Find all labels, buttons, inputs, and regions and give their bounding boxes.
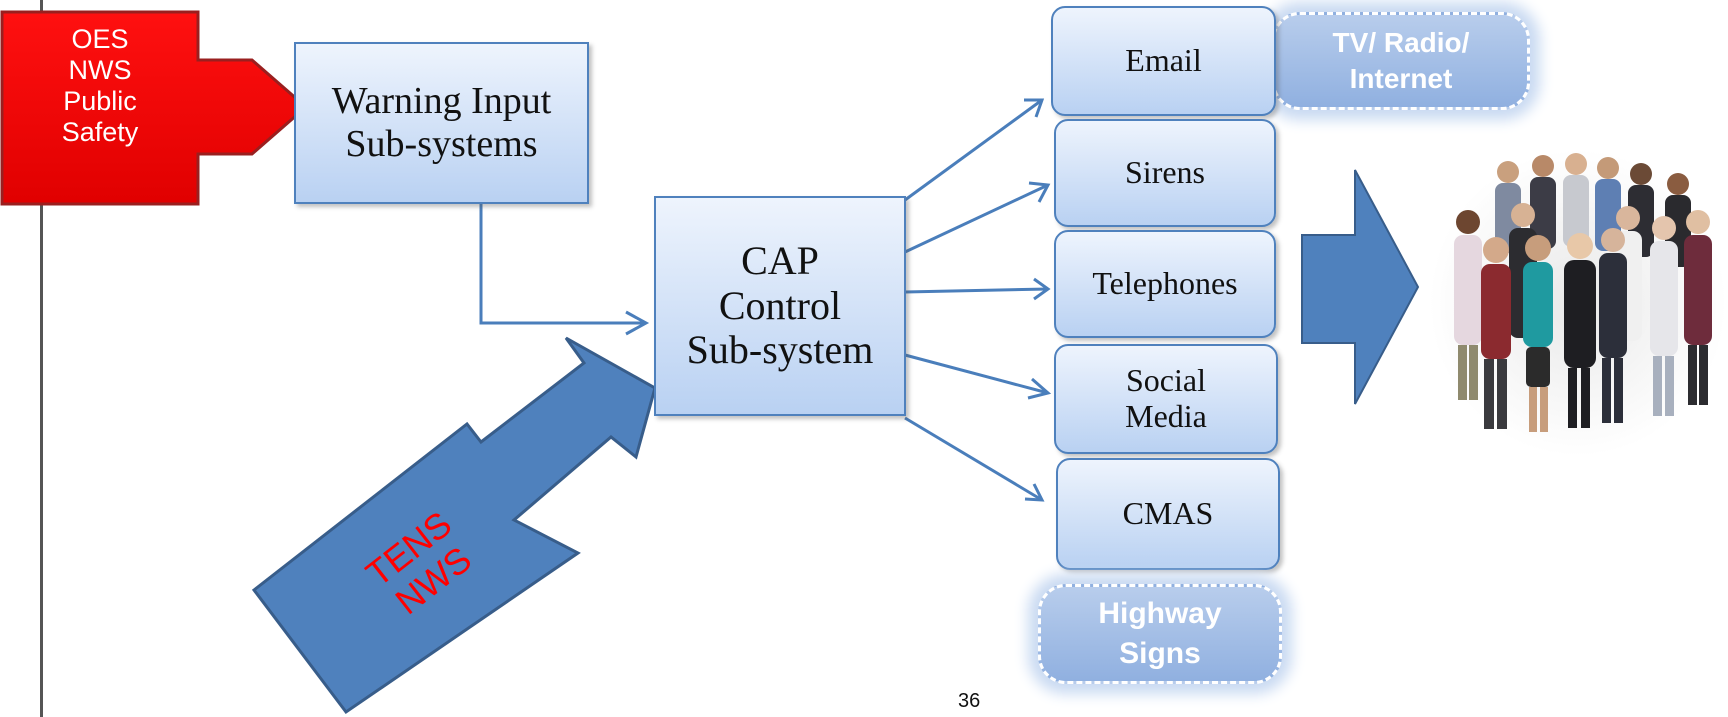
channel-telephones: Telephones <box>1054 230 1276 338</box>
warning-input-subsystems-box: Warning Input Sub-systems <box>294 42 589 204</box>
slide-left-border <box>40 0 43 717</box>
tens-nws-arrow <box>251 336 657 715</box>
crowd-icon <box>1454 153 1712 432</box>
sources-arrow <box>0 10 309 206</box>
page-number: 36 <box>958 690 981 712</box>
cap-control-subsystem-box: CAP Control Sub-system <box>654 196 906 416</box>
warning-to-cap-line <box>479 204 646 325</box>
channel-email: Email <box>1051 6 1276 116</box>
highway-signs-box: Highway Signs <box>1038 584 1282 684</box>
channel-social-media: Social Media <box>1054 344 1278 454</box>
tv-radio-internet-box: TV/ Radio/ Internet <box>1272 12 1530 110</box>
channel-sirens: Sirens <box>1054 119 1276 227</box>
fan-out-arrows <box>904 98 1052 502</box>
to-public-arrow <box>1301 169 1420 405</box>
sources-label: OES NWS Public Safety <box>61 24 139 148</box>
channel-cmas: CMAS <box>1056 458 1280 570</box>
warning-to-cap-arrowhead <box>625 310 650 336</box>
people-group-image <box>1454 153 1712 432</box>
